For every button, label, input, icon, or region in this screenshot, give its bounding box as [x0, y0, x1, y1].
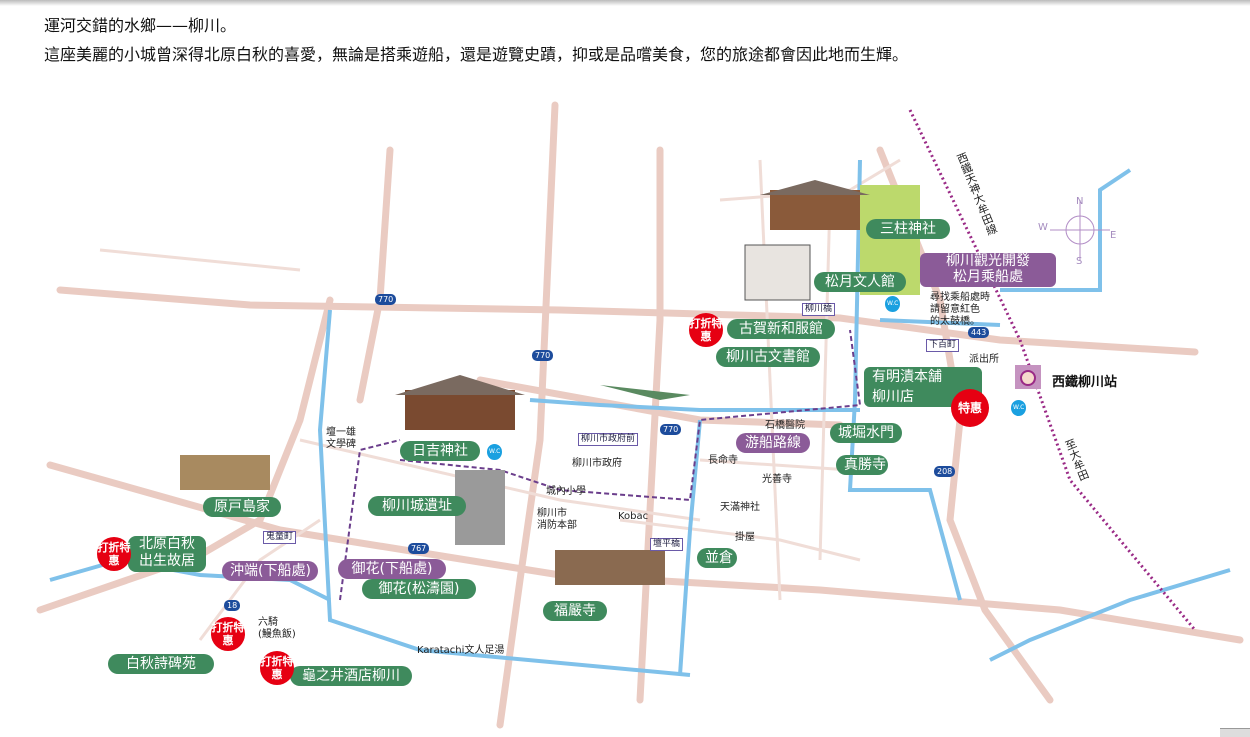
- hiyoshi-shrine-icon: [405, 390, 515, 430]
- canals: [49, 159, 1231, 677]
- wc-icon: W.C: [1011, 400, 1027, 416]
- label-kozenji: 光善寺: [762, 474, 792, 485]
- boat-icon: [600, 385, 690, 400]
- discount-badge: 打折特惠: [689, 313, 723, 347]
- label-archives[interactable]: 柳川古文書館: [716, 347, 820, 367]
- special-badge: 特惠: [951, 389, 989, 427]
- intro-title: 運河交錯的水鄉——柳川。: [44, 16, 237, 35]
- route-shield: 770: [660, 424, 682, 435]
- label-okinohata-landing[interactable]: 沖端(下船處): [222, 561, 318, 581]
- label-line: 北原白秋: [139, 536, 195, 552]
- label-shogetsu[interactable]: 松月文人館: [814, 272, 906, 292]
- label-hakushu-monument[interactable]: 白秋詩碑苑: [108, 654, 214, 674]
- label-boat-route[interactable]: 游船路線: [736, 433, 810, 453]
- label-namikura[interactable]: 並倉: [697, 548, 737, 568]
- note-bridge: 尋找乘船處時請留意紅色的太鼓橋。: [930, 292, 990, 327]
- mihashira-shrine-icon: [770, 190, 860, 230]
- discount-badge: 打折特惠: [211, 617, 245, 651]
- label-shirobori-gate[interactable]: 城堀水門: [830, 423, 902, 443]
- main-road: [56, 286, 1199, 356]
- bus-stop: 柳川橋: [802, 303, 836, 316]
- top-border: [0, 0, 1250, 6]
- discount-badge: 打折特惠: [97, 537, 131, 571]
- route-shield: 443: [968, 327, 990, 338]
- route-shield: 18: [224, 600, 241, 611]
- compass-s: S: [1076, 256, 1083, 267]
- compass-w: W: [1038, 222, 1048, 233]
- label-fukugonji[interactable]: 福嚴寺: [543, 601, 607, 621]
- label-elementary-school: 城內小學: [546, 486, 586, 497]
- label-police-box: 派出所: [969, 354, 999, 365]
- label-rokkisu: 六騎(鰻魚飯): [258, 617, 296, 640]
- route-shield: 770: [532, 350, 554, 361]
- landmark-illustrations: [180, 180, 870, 585]
- label-city-hall: 柳川市政府: [572, 458, 622, 469]
- label-mihashira-shrine[interactable]: 三柱神社: [866, 219, 950, 239]
- label-line: 柳川店: [872, 389, 914, 405]
- station-name: 西鐵柳川站: [1052, 375, 1118, 390]
- label-ohana-shotoen[interactable]: 御花(松濤園): [362, 579, 476, 599]
- intro-body: 這座美麗的小城曾深得北原白秋的喜愛，無論是搭乘遊船，還是遊覽史蹟，抑或是品嚐美食…: [44, 45, 909, 64]
- label-kamenoi-hotel[interactable]: 龜之井酒店柳川: [290, 666, 412, 686]
- label-footbath: Karatachi文人足湯: [417, 645, 505, 656]
- label-shinshoji[interactable]: 真勝寺: [836, 455, 888, 475]
- route-shield: 770: [375, 294, 397, 305]
- route-shield: 767: [408, 543, 430, 554]
- label-totoshima-house[interactable]: 原戸島家: [203, 497, 281, 517]
- label-tenman-shrine: 天滿神社: [720, 502, 760, 513]
- discount-badge: 打折特惠: [260, 651, 294, 685]
- label-ohana-landing[interactable]: 御花(下船處): [338, 559, 446, 579]
- label-kakeya: 掛屋: [735, 532, 755, 543]
- label-hiyoshi-shrine[interactable]: 日吉神社: [400, 441, 480, 461]
- main-road: [476, 376, 844, 429]
- label-line: 柳川觀光開發: [946, 253, 1030, 269]
- label-kobac: Kobac: [618, 511, 649, 522]
- label-ishibashi-clinic: 石橋醫院: [765, 420, 805, 431]
- route-shield: 208: [934, 466, 956, 477]
- minor-roads: [99, 158, 901, 641]
- label-fire-dept: 柳川市消防本部: [537, 508, 577, 531]
- bus-stop: 壇平橋: [650, 538, 684, 551]
- boat-route: [339, 439, 401, 601]
- main-road: [496, 101, 559, 729]
- tachibana-house-icon: [180, 455, 270, 490]
- bus-stop: 下百町: [926, 339, 960, 352]
- bus-stop: 柳川市政府前: [578, 433, 639, 446]
- label-koga-kimono[interactable]: 古賀新和服館: [727, 319, 835, 339]
- main-road: [636, 146, 664, 704]
- compass-icon: [1050, 200, 1110, 260]
- label-hakushu-birthplace[interactable]: 北原白秋出生故居: [128, 536, 206, 572]
- label-line: 出生故居: [139, 553, 195, 569]
- label-chomeiji: 長命寺: [708, 455, 738, 466]
- label-line: 松月乘船處: [953, 269, 1023, 285]
- label-boarding-point[interactable]: 柳川觀光開發松月乘船處: [920, 253, 1056, 287]
- label-dan-kazuo-monument: 壇一雄文學碑: [326, 427, 356, 450]
- label-line: 有明漬本舗: [872, 369, 942, 385]
- label-castle-ruins[interactable]: 柳川城遺址: [368, 496, 466, 516]
- main-road: [36, 296, 334, 614]
- main-road: [356, 146, 394, 404]
- bus-stop: 鬼童町: [263, 531, 297, 544]
- railway-line: [908, 109, 1197, 631]
- shogetsu-building-icon: [744, 244, 811, 301]
- wc-icon: W.C: [885, 296, 901, 312]
- compass-e: E: [1110, 230, 1117, 241]
- compass-n: N: [1076, 196, 1084, 207]
- scroll-handle[interactable]: [1220, 728, 1250, 737]
- wc-icon: W.C: [487, 444, 503, 460]
- fukugonji-temple-icon: [555, 550, 665, 585]
